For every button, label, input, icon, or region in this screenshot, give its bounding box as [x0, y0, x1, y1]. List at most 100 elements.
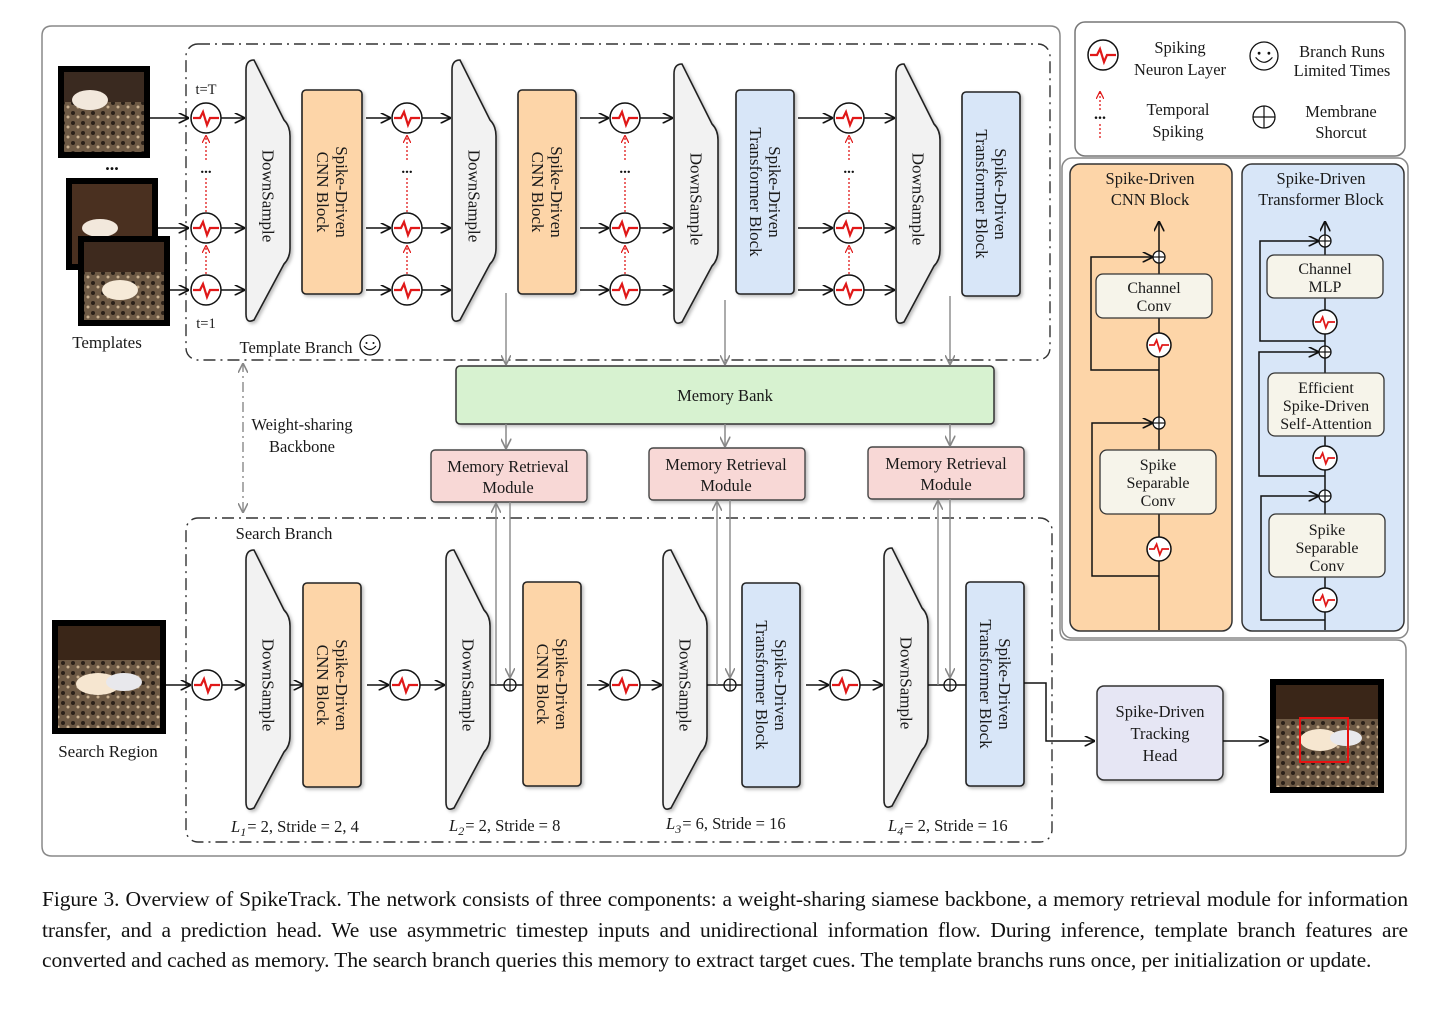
spiking-neuron-icon — [391, 212, 423, 244]
spiking-neuron-icon — [833, 102, 865, 134]
template-block-2-label-line2: CNN Block — [528, 152, 547, 233]
smiley-icon — [1249, 41, 1279, 71]
cnn-sep-conv-line2: Separable — [1126, 475, 1189, 492]
figure-caption: Figure 3. Overview of SpikeTrack. The ne… — [42, 887, 1408, 972]
cnn-shortcut-add-icon-2 — [1152, 416, 1166, 430]
template-block-3-label-line1: Spike-Driven — [765, 146, 784, 238]
spiking-neuron-icon — [191, 669, 223, 701]
template-image-T — [58, 66, 150, 158]
tracking-head-line3: Head — [1143, 746, 1179, 765]
template-block-2-label-line1: Spike-Driven — [547, 146, 566, 238]
channel-conv-line2: Conv — [1137, 298, 1172, 315]
tr-neuron-icon-1 — [1312, 309, 1338, 335]
legend-temporal-line2: Spiking — [1152, 122, 1203, 141]
search-downsample-2: DownSample — [445, 549, 491, 810]
weight-sharing-line1: Weight-sharing — [251, 415, 352, 434]
template-branch-smiley-icon — [359, 334, 381, 356]
search-downsample-3: DownSample — [662, 549, 708, 810]
temporal-ellipsis: ... — [843, 161, 855, 177]
tr-shortcut-add-icon-2 — [1318, 345, 1332, 359]
tr-shortcut-add-icon-3 — [1318, 489, 1332, 503]
spiking-neuron-icon — [391, 274, 423, 306]
spiking-neuron-icon — [609, 274, 641, 306]
cnn-detail-title-line1: Spike-Driven — [1106, 169, 1195, 188]
memory-bank-label: Memory Bank — [677, 386, 774, 405]
spiking-neuron-icon — [190, 102, 222, 134]
search-region-label: Search Region — [58, 742, 158, 761]
spiking-neuron-icon — [389, 669, 421, 701]
membrane-shortcut-icon — [723, 678, 737, 692]
template-branch-frame — [185, 43, 1051, 361]
search-block-3-label-line1: Spike-Driven — [771, 639, 790, 731]
svg-text:...: ... — [1094, 106, 1106, 123]
template-block-1-label-line2: CNN Block — [313, 152, 332, 233]
attention-line3: Self-Attention — [1280, 416, 1372, 433]
stage-layers-label-1: L1= 2, Stride = 2, 4 — [230, 817, 359, 839]
search-block-4-label-line1: Spike-Driven — [995, 638, 1014, 730]
search-block-2-label-line2: CNN Block — [533, 644, 552, 725]
downsample-label-line1: DownSample — [909, 153, 928, 246]
search-block-1-label-line2: CNN Block — [313, 645, 332, 726]
channel-mlp-line1: Channel — [1298, 261, 1352, 278]
spiking-neuron-icon — [833, 212, 865, 244]
tracking-head — [1096, 685, 1224, 781]
cnn-block-detail: Spike-Driven CNN Block Channel Conv Spik… — [1069, 163, 1233, 632]
legend-spiking-line1: Spiking — [1154, 38, 1205, 57]
template-block-3-label-line2: Transformer Block — [746, 127, 765, 257]
tr-sep-conv-line1: Spike — [1309, 522, 1345, 539]
t-top-label: t=T — [195, 82, 216, 98]
memory-retrieval-label-line1: Memory Retrieval — [665, 455, 787, 474]
search-block-4-label-line2: Transformer Block — [976, 619, 995, 749]
legend-spiking-line2: Neuron Layer — [1134, 60, 1227, 79]
stage-layers-label-4: L4= 2, Stride = 16 — [887, 816, 1008, 838]
search-region-image — [52, 620, 166, 734]
membrane-shortcut-icon — [1252, 105, 1276, 129]
templates-ellipsis: ... — [105, 154, 119, 174]
t-bottom-label: t=1 — [196, 316, 215, 332]
legend-membrane-line2: Shorcut — [1315, 123, 1367, 142]
cnn-neuron-icon-2 — [1146, 536, 1172, 562]
spiking-neuron-icon — [1087, 39, 1119, 71]
search-downsample-4: DownSample — [883, 547, 929, 808]
templates-label: Templates — [72, 333, 142, 352]
search-branch-label: Search Branch — [236, 524, 333, 543]
legend-frame — [1074, 21, 1406, 157]
channel-mlp-line2: MLP — [1309, 279, 1342, 296]
tr-neuron-icon-3 — [1312, 587, 1338, 613]
legend-membrane-line1: Membrane — [1305, 102, 1376, 121]
tr-sep-conv-line3: Conv — [1310, 558, 1345, 575]
legend: Spiking Neuron Layer Branch Runs Limited… — [1087, 38, 1390, 142]
downsample-label-line1: DownSample — [676, 639, 695, 732]
spiking-neuron-icon — [190, 212, 222, 244]
search-block-1-label-line1: Spike-Driven — [332, 639, 351, 731]
spiking-neuron-icon — [391, 102, 423, 134]
cnn-detail-title-line2: CNN Block — [1111, 190, 1190, 209]
attention-line2: Spike-Driven — [1283, 398, 1369, 415]
weight-sharing-line2: Backbone — [269, 437, 335, 456]
spiking-neuron-icon — [829, 669, 861, 701]
stage-layers-label-2: L2= 2, Stride = 8 — [448, 816, 560, 838]
tr-sep-conv-line2: Separable — [1295, 540, 1358, 557]
spiking-neuron-icon — [833, 274, 865, 306]
cnn-shortcut-add-icon-1 — [1152, 250, 1166, 264]
cnn-neuron-icon-1 — [1146, 332, 1172, 358]
search-block-3-label-line2: Transformer Block — [752, 620, 771, 750]
detail-frame — [1061, 157, 1409, 639]
template-downsample-3: DownSample — [673, 63, 719, 324]
memory-retrieval-label-line1: Memory Retrieval — [885, 454, 1007, 473]
bounding-box — [1299, 717, 1349, 763]
